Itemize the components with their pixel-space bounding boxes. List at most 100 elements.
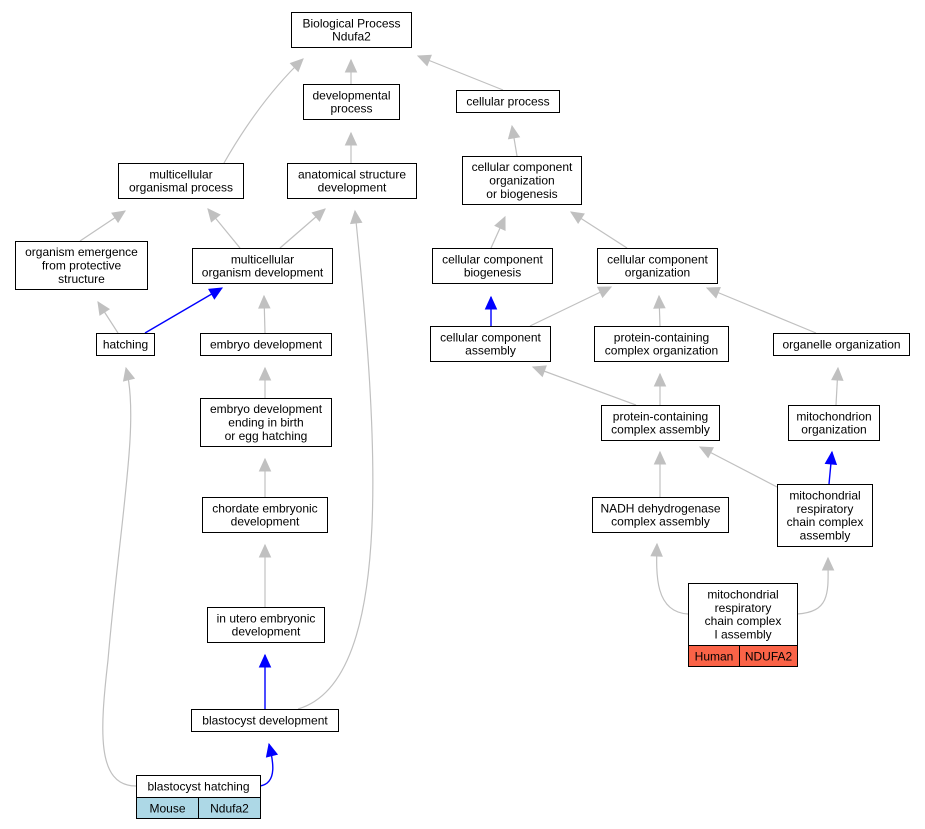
edge-pc_complex_organization-to-cc_organization [653,294,666,327]
term-label-line: cellular component [440,330,541,344]
term-box [430,326,551,362]
gene-cell-box [198,797,261,819]
edge-arrowhead [824,450,838,466]
term-label-line: respiratory [797,502,854,516]
edge-cellular_process-to-biological_process [416,54,504,91]
edge-arrowhead [207,208,221,223]
term-label-line: ending in birth [228,416,303,430]
term-label-line: protein-containing [613,409,708,423]
term-label-line: complex assembly [611,515,710,529]
edge-embryo_development-to-multicellular_organism_development [258,294,271,334]
edge-mrcc1_assembly-to-mrcc_assembly [796,556,835,615]
term-label-line: or biogenesis [486,187,557,201]
edge-line [417,55,504,91]
edge-arrowhead [97,300,111,316]
term-label-line: I assembly [714,628,771,642]
edge-hatching-to-multicellular_organism_development [144,287,224,334]
edge-arrowhead [597,286,613,299]
term-label-line: cellular component [442,252,543,266]
term-box [456,90,560,113]
edge-chordate_embryonic-to-embryo_dev_ending [258,457,272,497]
term-label-line: cellular process [466,95,549,109]
term-label-line: organization [801,423,866,437]
edge-arrowhead [258,457,272,472]
edge-mito_organization-to-organelle_organization [831,366,844,406]
term-box [287,163,417,199]
term-box [462,156,582,205]
term-node-blastocyst-development[interactable]: blastocyst development [191,709,339,732]
edge-line [102,367,137,787]
term-label-line: blastocyst development [202,714,328,728]
edge-arrowhead [569,211,585,225]
term-label-line: cellular component [472,160,573,174]
term-label-line: process [330,102,372,116]
term-label-line: organization [489,174,554,188]
term-box [96,333,155,356]
term-label-line: development [318,181,387,195]
term-label-line: hatching [103,338,148,352]
edge-ccob-to-cellular_process [507,124,521,157]
term-box [200,333,332,356]
term-node-embryo-development[interactable]: embryo development [200,333,332,356]
term-node-organelle-organization[interactable]: organelle organization [773,333,910,356]
term-node-hatching[interactable]: hatching [96,333,155,356]
term-box [200,398,332,447]
term-label-line: embryo development [210,402,323,416]
edge-blastocyst_development-to-in_utero [258,653,272,709]
edge-arrowhead [349,209,363,225]
term-box [777,484,873,547]
edge-arrowhead [344,58,358,73]
edge-arrowhead [258,543,272,558]
nodes-layer: Biological ProcessNdufa2developmentalpro… [15,12,910,819]
term-label-line: developmental [312,88,390,102]
edge-arrowhead [650,542,663,557]
edge-pc_complex_assembly-to-pc_complex_organization [653,372,667,405]
gene-cell: Ndufa2 [210,802,249,816]
term-node-blastocyst-hatching[interactable]: blastocyst hatching [136,775,261,798]
gene-cell: NDUFA2 [745,650,793,664]
edge-multicellular_organismal_process-to-biological_process [223,58,304,164]
term-node-cellular-process[interactable]: cellular process [456,90,560,113]
edge-in_utero-to-chordate_embryonic [258,543,272,607]
term-label-line: anatomical structure [298,167,406,181]
edge-arrowhead [265,742,279,758]
term-label-line: multicellular [231,252,294,266]
edge-multicellular_organism_development-to-multicellular_organismal_process [207,208,241,249]
edge-arrowhead [507,124,521,140]
gene-cell-box [739,645,798,667]
term-label-line: assembly [800,529,851,543]
edge-pc_complex_assembly-to-cc_assembly [531,365,637,406]
edge-blastocyst_hatching-to-hatching [102,366,137,787]
term-label-line: structure [58,272,105,286]
term-label-line: embryo development [210,338,323,352]
edge-cc_assembly-to-cc_biogenesis [484,295,498,326]
edge-line [144,287,223,334]
term-label-line: organism development [202,266,324,280]
term-box [788,405,880,441]
term-box [303,84,400,120]
edge-arrowhead [311,208,326,222]
edge-mrcc1_assembly-to-nadh_assembly [650,542,689,615]
